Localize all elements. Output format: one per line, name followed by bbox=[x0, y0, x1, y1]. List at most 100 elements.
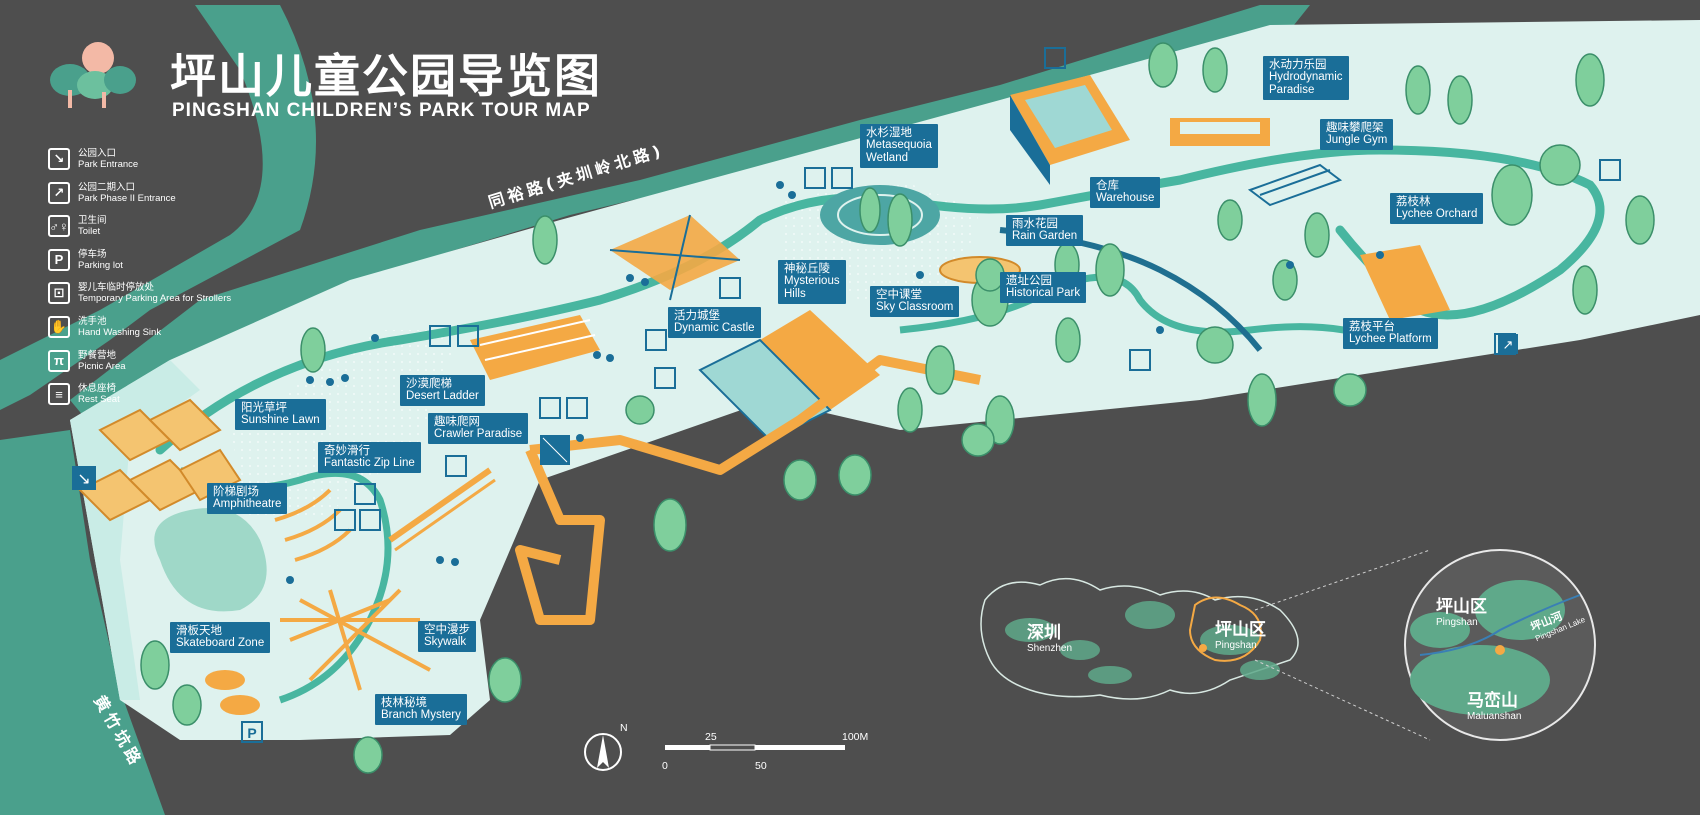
legend-label-cn: 公园入口 bbox=[78, 148, 117, 159]
pingshan-district-outline bbox=[1188, 596, 1262, 662]
legend-label-cn: 公园二期入口 bbox=[78, 181, 136, 193]
tongyu-road bbox=[0, 5, 316, 410]
park-entrance-icon: ↘ bbox=[48, 148, 70, 170]
entrance-markers: ↘ ↗ bbox=[72, 334, 1518, 490]
legend-label-cn: 停车场 bbox=[78, 248, 107, 260]
scale-bar bbox=[665, 744, 845, 751]
zip-line-structure bbox=[388, 467, 496, 552]
svg-text:↘: ↘ bbox=[77, 469, 90, 488]
parking-icon: P bbox=[48, 248, 70, 271]
stroller-icon: ⊡ bbox=[48, 282, 70, 305]
warehouse-building bbox=[1010, 75, 1130, 185]
legend-label-cn: 野餐营地 bbox=[78, 349, 117, 361]
main-path bbox=[155, 145, 1605, 455]
toilet-icon: ♂♀ bbox=[48, 215, 70, 238]
dynamic-castle-structure bbox=[609, 214, 741, 301]
park-land bbox=[70, 20, 1700, 740]
legend-label-en: Temporary Parking Area for Strollers bbox=[78, 293, 232, 305]
amphitheatre-structure bbox=[274, 488, 352, 562]
legend-label-en: Rest Seat bbox=[78, 394, 120, 406]
branch-mystery-structure bbox=[280, 588, 431, 691]
legend-label-cn: 休息座椅 bbox=[78, 383, 117, 395]
sink-icon: ✋ bbox=[48, 315, 70, 338]
jungle-gym-structure bbox=[1247, 163, 1343, 207]
lychee-platform-structure bbox=[1360, 245, 1450, 320]
trees bbox=[140, 42, 1655, 774]
park-logo-icon bbox=[50, 42, 136, 108]
tongyu-road-upper bbox=[70, 5, 1310, 430]
svg-text:P: P bbox=[247, 725, 256, 741]
hydrodynamic-structure bbox=[1170, 118, 1270, 146]
legend-label-cn: 婴儿车临时停放处 bbox=[78, 282, 155, 294]
park-location-marker bbox=[1199, 644, 1207, 652]
zoom-green-area bbox=[1410, 580, 1565, 715]
phase2-entrance-icon: ↗ bbox=[48, 181, 70, 204]
scale-unit: 100M bbox=[842, 731, 869, 743]
skateboard-area bbox=[154, 508, 267, 612]
park-left-band bbox=[70, 360, 200, 700]
zoom-park-marker bbox=[1495, 645, 1505, 655]
parking-cars bbox=[205, 670, 260, 715]
shenzhen-outline bbox=[980, 577, 1299, 700]
skywalk-structure bbox=[515, 355, 981, 625]
people-figures bbox=[286, 181, 1384, 584]
legend-label-cn: 卫生间 bbox=[78, 215, 107, 227]
legend-label-en: Parking lot bbox=[78, 259, 123, 271]
legend-label-en: Hand Washing Sink bbox=[78, 326, 162, 338]
page-title: 坪山儿童公园导览图 bbox=[170, 49, 602, 103]
zoom-river bbox=[1419, 594, 1581, 656]
scale-tick-50: 50 bbox=[755, 760, 767, 772]
scale-tick-0: 0 bbox=[662, 760, 668, 772]
north-label: N bbox=[620, 722, 628, 734]
parking-sign bbox=[241, 721, 263, 743]
legend-label-en: Picnic Area bbox=[78, 360, 126, 372]
scale-tick-25: 25 bbox=[705, 731, 717, 743]
legend-label-cn: 洗手池 bbox=[78, 315, 107, 327]
legend-label-en: Toilet bbox=[78, 226, 101, 238]
north-arrow bbox=[584, 733, 622, 771]
legend-label-en: Park Phase II Entrance bbox=[78, 192, 176, 204]
entrance-pavilions bbox=[78, 398, 242, 522]
huangzhukeng-road bbox=[0, 430, 165, 815]
shenzhen-green-patches bbox=[1005, 601, 1280, 684]
picnic-icon: π bbox=[48, 349, 70, 372]
legend-label-en: Park Entrance bbox=[78, 159, 139, 170]
desert-ladder-structure bbox=[470, 315, 600, 380]
page-subtitle: PINGSHAN CHILDREN’S PARK TOUR MAP bbox=[172, 100, 591, 121]
svg-text:↗: ↗ bbox=[1503, 338, 1514, 353]
crawler-paradise-structure bbox=[540, 435, 570, 465]
rest-seat-icon: ≡ bbox=[48, 383, 70, 406]
